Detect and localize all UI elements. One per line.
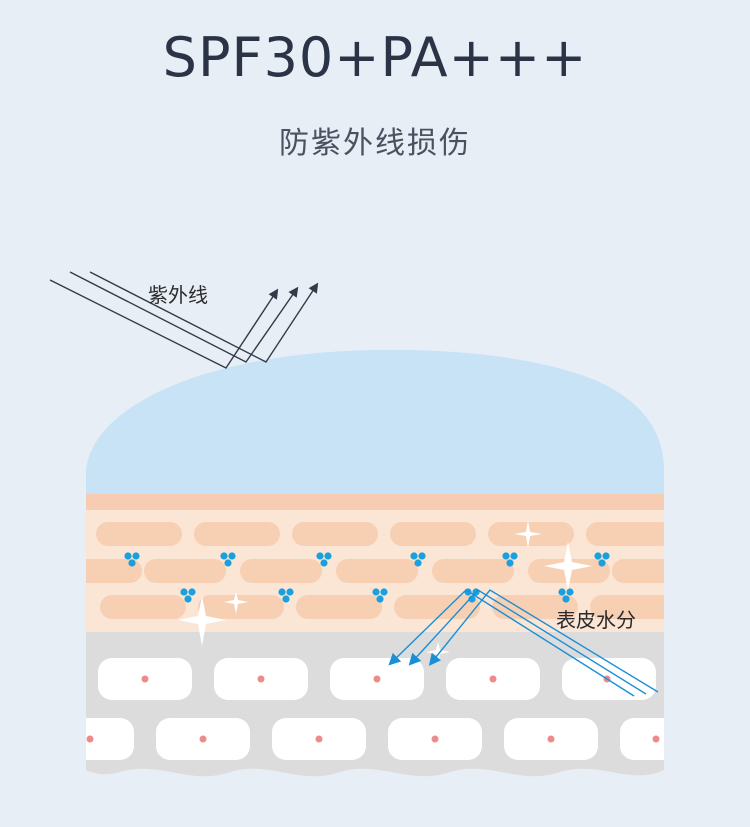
sparkle-icon [544,542,592,590]
moisture-label: 表皮水分 [556,608,636,632]
droplet-cluster [316,552,332,567]
page-subtitle: 防紫外线损伤 [279,126,471,161]
sparkle-icon [224,592,248,614]
droplet-cluster [502,552,518,567]
moisture-ray [408,589,647,695]
uv-ray [89,271,319,363]
droplet-cluster [124,552,140,567]
droplet-cluster [220,552,236,567]
moisture-ray [388,589,635,697]
uv-ray [69,271,299,363]
droplet-cluster [558,588,574,603]
uv-label: 紫外线 [148,283,208,307]
droplet-cluster [594,552,610,567]
protective-film [86,349,664,496]
sparkle-icon [514,520,542,548]
epidermis-cells [86,522,664,619]
dermis-layer [86,632,664,777]
uv-ray [49,279,279,369]
uv-rays [49,271,319,369]
droplet-cluster [180,588,196,603]
droplet-cluster [410,552,426,567]
sparkle-icon [178,596,226,646]
page-title: SPF30+PA+++ [162,26,588,89]
dermis-cells [86,658,664,760]
water-droplets [124,552,610,603]
moisture-ray [428,589,659,693]
droplet-cluster [278,588,294,603]
moisture-rays [388,589,659,697]
droplet-cluster [372,588,388,603]
